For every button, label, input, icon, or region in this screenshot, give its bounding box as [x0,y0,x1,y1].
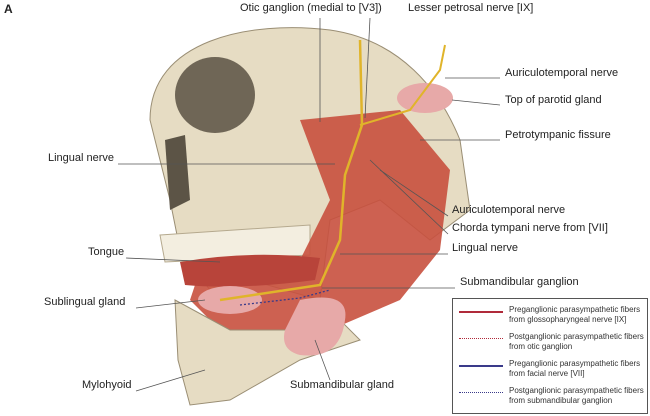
label-auriculotemporal-nerve-top: Auriculotemporal nerve [505,67,619,79]
legend-line1: Postganglionic parasympathetic fibers [509,386,644,395]
nerve-auriculotemporal [359,44,446,126]
label-sublingual-gland: Sublingual gland [44,296,126,308]
legend-line1: Postganglionic parasympathetic fibers [509,332,644,341]
panel-letter: A [4,2,13,16]
label-lingual-nerve-right: Lingual nerve [452,242,519,254]
label-auriculotemporal-nerve-mid: Auriculotemporal nerve [452,204,566,216]
legend-swatch [459,338,503,339]
tongue [180,254,320,287]
legend-line2: from submandibular ganglion [509,396,613,405]
parotid-gland [397,83,453,113]
mandible [174,299,361,406]
legend-line1: Preganglionic parasympathetic fibers [509,305,641,314]
label-petrotympanic-fissure: Petrotympanic fissure [505,129,611,141]
label-otic-ganglion: Otic ganglion (medial to [V3]) [240,2,382,14]
label-tongue: Tongue [88,246,125,258]
legend-swatch [459,365,503,367]
label-submandibular-gland: Submandibular gland [290,379,394,391]
label-submandibular-ganglion: Submandibular ganglion [460,276,579,288]
leader-lines [118,17,501,392]
nasal-cavity [165,135,190,210]
legend-swatch [459,392,503,393]
legend-line2: from otic ganglion [509,342,573,351]
legend-swatch [459,311,503,313]
postganglionic-dotted [239,289,331,306]
label-lesser-petrosal-nerve: Lesser petrosal nerve [IX] [408,2,534,14]
label-chorda-tympani: Chorda tympani nerve from [VII] [452,222,608,234]
label-lingual-nerve-left: Lingual nerve [48,152,115,164]
legend-line2: from facial nerve [VII] [509,369,585,378]
orbit [175,57,255,133]
label-top-of-parotid-gland: Top of parotid gland [505,94,602,106]
submandibular-gland [284,297,346,356]
legend-line1: Preganglionic parasympathetic fibers [509,359,641,368]
nerve [219,39,364,302]
label-mylohyoid: Mylohyoid [82,379,132,391]
legend-line2: from glossopharyngeal nerve [IX] [509,315,627,324]
sublingual-gland [198,286,262,314]
